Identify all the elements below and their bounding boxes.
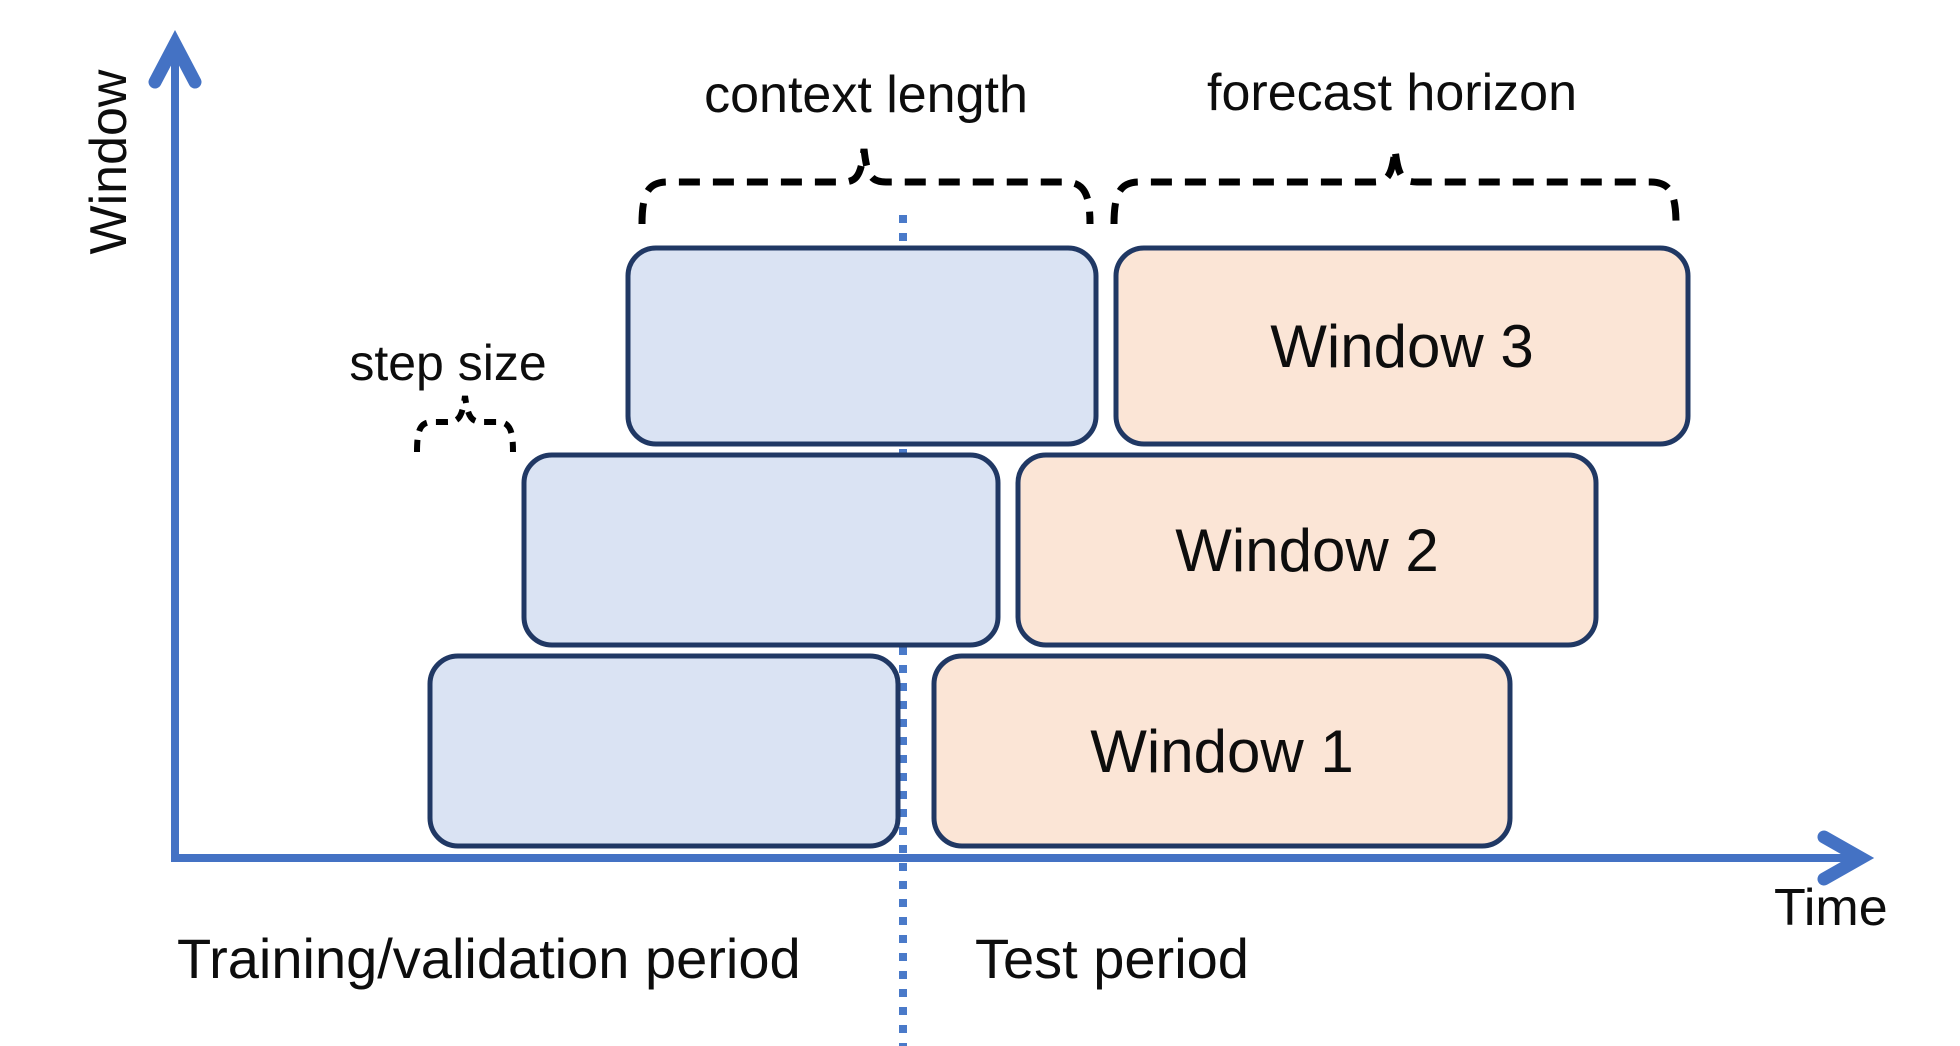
context-length-brace-icon	[638, 148, 1094, 225]
x-axis-arrowhead-icon	[1817, 830, 1875, 886]
window1-label: Window 1	[1090, 718, 1353, 785]
x-axis-label: Time	[1774, 879, 1888, 937]
test-period-label: Test period	[975, 927, 1249, 990]
window2-label: Window 2	[1175, 517, 1438, 584]
window3-forecast-box	[1113, 245, 1691, 447]
step-size-label: step size	[349, 335, 546, 391]
forecast-horizon-label: forecast horizon	[1207, 64, 1577, 122]
step-size-brace-icon	[414, 395, 516, 453]
context-length-label: context length	[704, 66, 1028, 124]
window3-label: Window 3	[1270, 313, 1533, 380]
training-period-label: Training/validation period	[177, 927, 801, 990]
window-rows-group: Window 3 Window 2 Window 1	[427, 245, 1691, 849]
y-axis-label: Window	[80, 69, 138, 254]
forecast-horizon-brace-icon	[1110, 148, 1680, 225]
window2-forecast-box	[1015, 452, 1599, 648]
brace-annotations-group	[414, 148, 1680, 453]
window2-context-box	[521, 452, 1001, 648]
y-axis-arrowhead-icon	[148, 30, 202, 89]
window3-context-box	[625, 245, 1099, 447]
axes-group: Window Time	[80, 30, 1888, 937]
window1-context-box	[427, 653, 901, 849]
window1-forecast-box	[931, 653, 1513, 849]
